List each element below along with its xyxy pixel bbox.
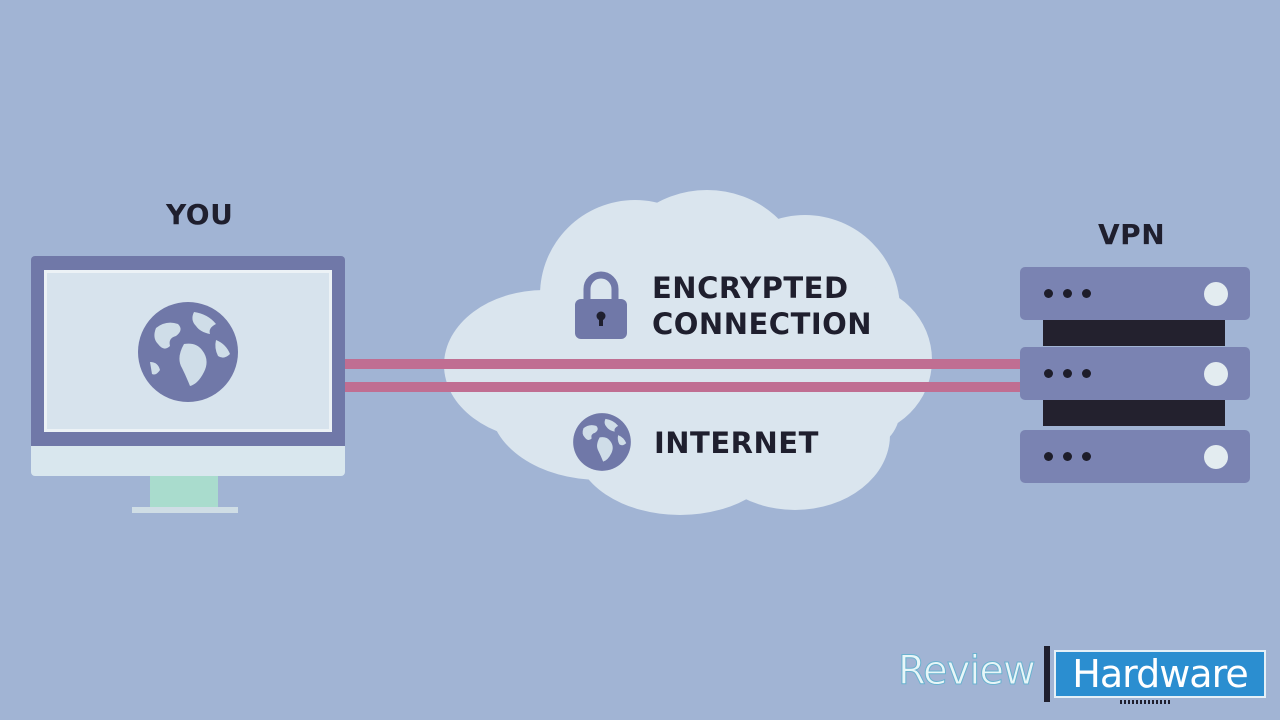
logo-pins bbox=[1120, 700, 1172, 704]
encrypted-connection-line bbox=[343, 382, 1023, 392]
globe-icon bbox=[573, 413, 631, 471]
logo-divider bbox=[1044, 646, 1050, 702]
review-hardware-logo: Review Hardware bbox=[898, 646, 1268, 704]
vpn-label: VPN bbox=[1098, 218, 1166, 251]
internet-label: INTERNET bbox=[654, 426, 819, 460]
padlock-icon bbox=[575, 271, 627, 339]
globe-icon bbox=[138, 302, 238, 402]
you-label: YOU bbox=[166, 198, 234, 231]
logo-hardware-text: Hardware bbox=[1072, 652, 1248, 696]
encrypted-connection-line bbox=[343, 359, 1023, 369]
encrypted-connection-label: ENCRYPTED CONNECTION bbox=[652, 270, 872, 342]
logo-hardware-box: Hardware bbox=[1054, 650, 1266, 698]
encrypted-label-line1: ENCRYPTED bbox=[652, 271, 849, 305]
logo-review-text: Review bbox=[898, 648, 1037, 695]
encrypted-label-line2: CONNECTION bbox=[652, 307, 873, 341]
